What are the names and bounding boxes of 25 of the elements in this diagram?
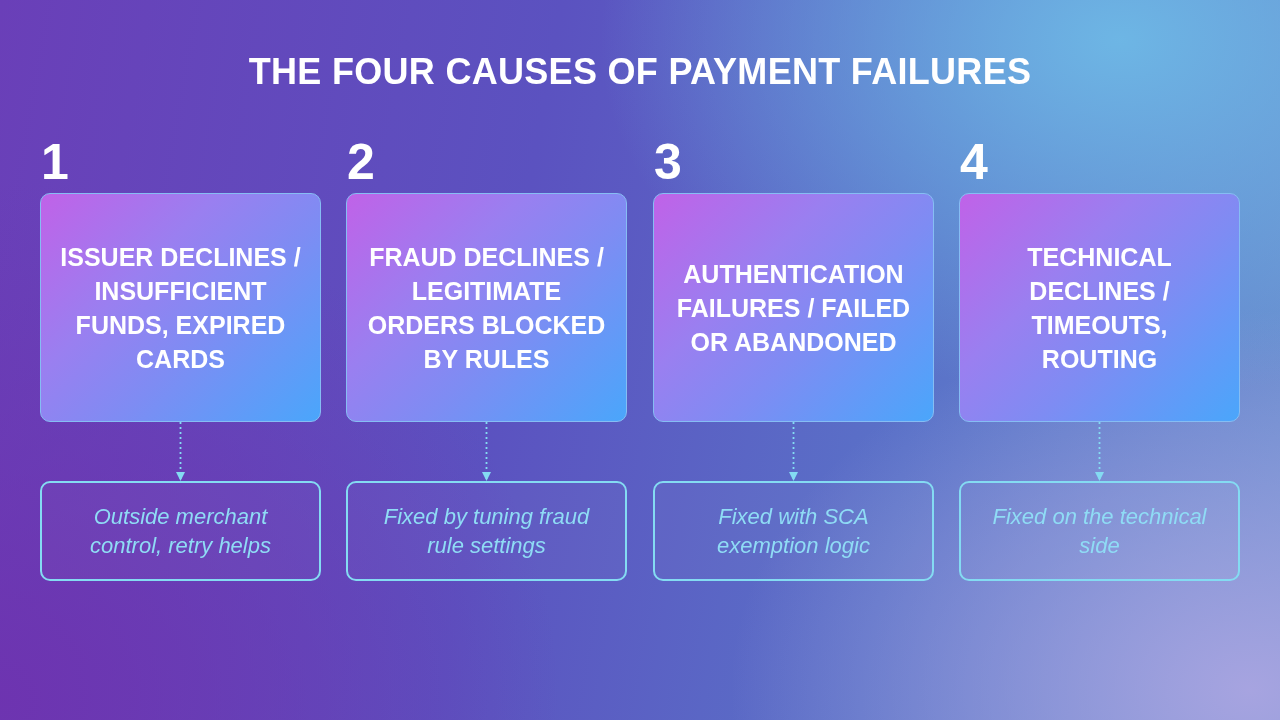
- cause-label: FRAUD DECLINES / LEGITIMATE ORDERS BLOCKED BY RULES: [366, 241, 607, 375]
- cause-label: ISSUER DECLINES / INSUFFICIENT FUNDS, EXPIRED CARDS: [59, 241, 302, 375]
- fix-box: [346, 481, 627, 581]
- dotted-arrow: [482, 421, 491, 482]
- fix-box: [653, 481, 934, 581]
- step-number: 4: [960, 137, 988, 187]
- cause-label: AUTHENTICATION FAILURES / FAILED OR ABANDONED: [675, 258, 912, 358]
- step-number: 2: [347, 137, 375, 187]
- fix-note: Fixed on the technical side: [991, 503, 1208, 560]
- step-number: 3: [654, 137, 682, 187]
- title: THE FOUR CAUSES OF PAYMENT FAILURES: [247, 50, 1033, 94]
- cause-box: [959, 193, 1240, 422]
- dotted-arrow: [176, 421, 185, 482]
- dotted-arrow: [789, 421, 798, 482]
- cause-box: [40, 193, 321, 422]
- step-number: 1: [41, 137, 69, 187]
- cause-box: [653, 193, 934, 422]
- cause-label: TECHNICAL DECLINES / TIMEOUTS, ROUTING: [1026, 241, 1173, 375]
- fix-box: [40, 481, 321, 581]
- fix-note: Outside merchant control, retry helps: [89, 503, 272, 560]
- dotted-arrow: [1095, 421, 1104, 482]
- fix-note: Fixed with SCA exemption logic: [716, 503, 871, 560]
- cause-box: [346, 193, 627, 422]
- fix-box: [959, 481, 1240, 581]
- fix-note: Fixed by tuning fraud rule settings: [382, 503, 591, 560]
